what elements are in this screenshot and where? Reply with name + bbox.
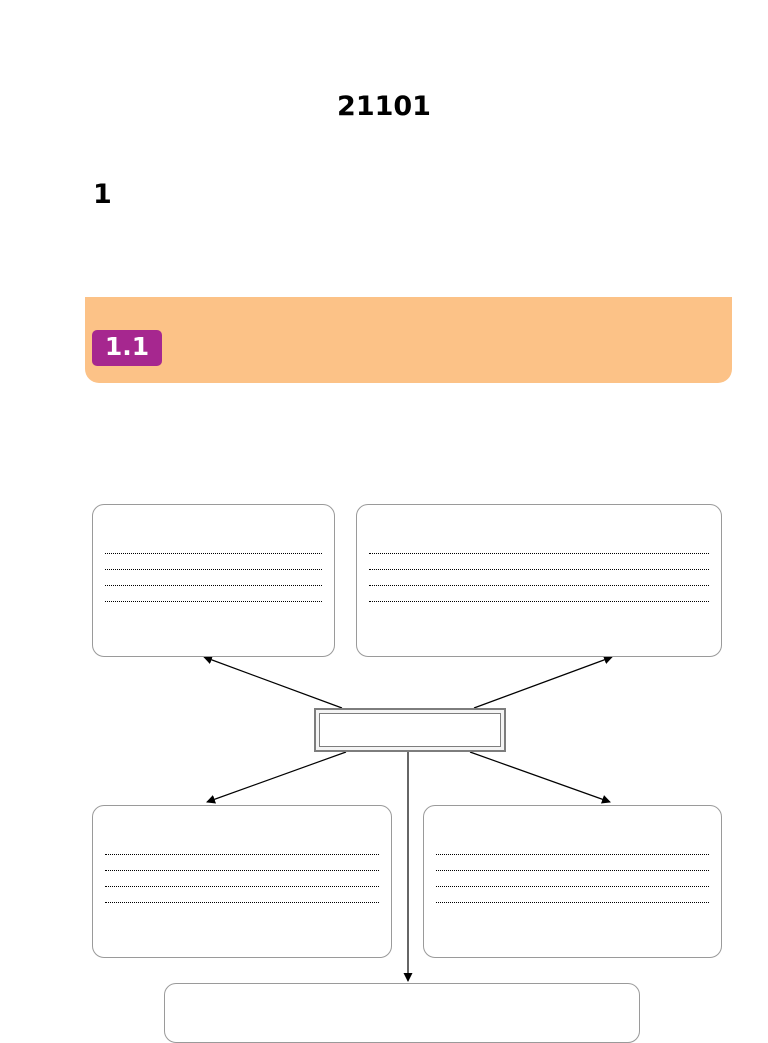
answer-line[interactable] (105, 902, 379, 903)
course-title: 21101 (80, 88, 688, 126)
answer-line[interactable] (369, 601, 709, 602)
central-concept-label (319, 713, 501, 747)
answer-line[interactable] (105, 601, 322, 602)
answer-line[interactable] (436, 902, 709, 903)
arrow-to-bottom-right (469, 751, 611, 804)
answer-line[interactable] (105, 569, 322, 570)
box-top-right (356, 504, 722, 657)
answer-line[interactable] (369, 569, 709, 570)
course-code-line: 21101 (80, 88, 688, 126)
answer-line[interactable] (105, 585, 322, 586)
arrow-to-top-right (473, 655, 613, 709)
answer-line[interactable] (105, 886, 379, 887)
box-bottom-center (164, 983, 640, 1043)
box-top-left (92, 504, 335, 657)
answer-line[interactable] (436, 886, 709, 887)
answer-line[interactable] (105, 870, 379, 871)
arrow-to-top-left (203, 655, 343, 709)
central-concept-box (314, 708, 506, 752)
answer-line[interactable] (105, 553, 322, 554)
arrow-to-bottom-left (206, 751, 347, 804)
section-number-badge: 1.1 (92, 330, 162, 366)
answer-line[interactable] (436, 854, 709, 855)
section-banner (85, 297, 732, 383)
unit-heading: 1 (93, 176, 693, 214)
unit-number: 1 (93, 179, 112, 210)
answer-line[interactable] (369, 585, 709, 586)
course-code: 21101 (337, 91, 431, 122)
box-bottom-left (92, 805, 392, 958)
box-bottom-right (423, 805, 722, 958)
answer-line[interactable] (105, 854, 379, 855)
answer-line[interactable] (436, 870, 709, 871)
answer-line[interactable] (369, 553, 709, 554)
